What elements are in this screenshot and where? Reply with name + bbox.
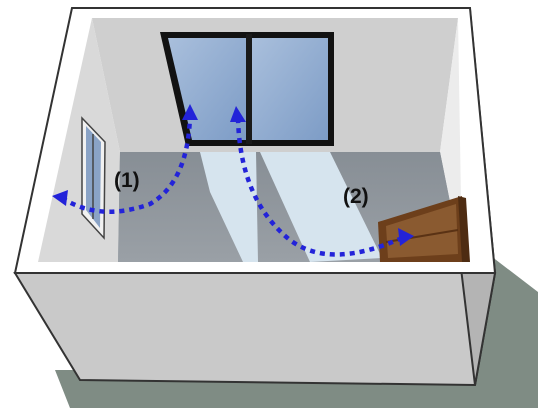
route-2-arrow bbox=[230, 106, 414, 257]
route-2-label: (2) bbox=[343, 185, 369, 208]
route-1-label: (1) bbox=[114, 169, 140, 192]
sunlight-patch-left-wide bbox=[200, 152, 258, 262]
sliding-window bbox=[160, 32, 334, 146]
side-window bbox=[81, 116, 106, 240]
outer-front-wall bbox=[13, 272, 497, 387]
sunlight-patch-right bbox=[260, 152, 382, 262]
route-1-arrow bbox=[52, 104, 198, 214]
